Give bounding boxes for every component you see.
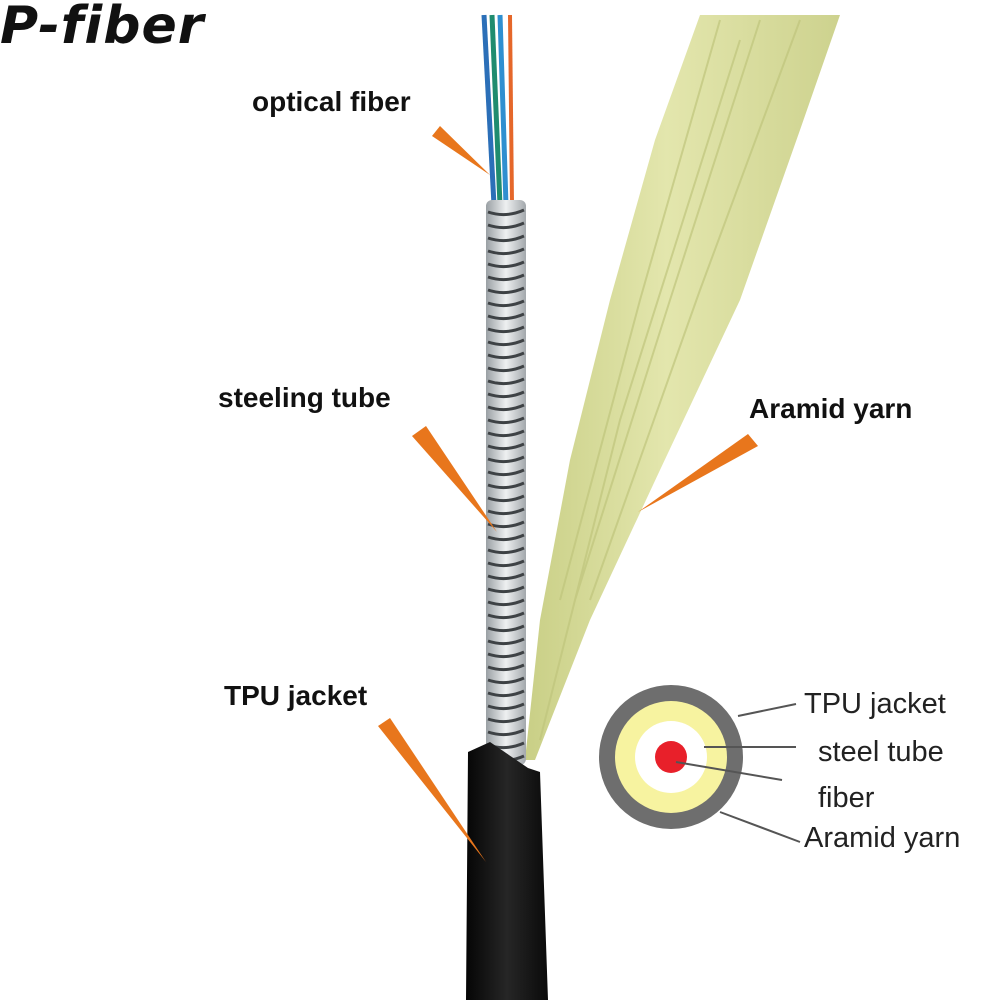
leader-tpu-jacket [737, 703, 797, 717]
coil-ring [487, 247, 525, 256]
legend-fiber: fiber [818, 782, 875, 814]
coil-ring [487, 338, 525, 347]
coil-ring [487, 286, 525, 295]
coil-ring [487, 312, 525, 321]
coil-ring [487, 663, 525, 672]
label-steeling-tube: steeling tube [218, 382, 391, 413]
pointer-optical-fiber [432, 126, 490, 175]
coil-ring [487, 494, 525, 503]
coil-ring [487, 481, 525, 490]
pointer-steeling-tube [412, 426, 497, 532]
coil-ring [487, 585, 525, 594]
coil-ring [487, 468, 525, 477]
coil-ring [487, 260, 525, 269]
steel-tube [486, 200, 526, 765]
coil-ring [487, 546, 525, 555]
coil-ring [487, 702, 525, 711]
coil-ring [487, 611, 525, 620]
coil-ring [487, 429, 525, 438]
coil-ring [487, 416, 525, 425]
coil-ring [487, 299, 525, 308]
coil-ring [487, 208, 525, 217]
pointer-aramid-yarn [638, 434, 758, 512]
pointer-arrows [378, 126, 758, 862]
coil-ring [487, 377, 525, 386]
coil-ring [487, 676, 525, 685]
coil-ring [487, 689, 525, 698]
cross-section-fiber-core [655, 741, 687, 773]
coil-ring [487, 390, 525, 399]
coil-ring [487, 598, 525, 607]
label-tpu-jacket: TPU jacket [224, 680, 368, 711]
legend-aramid-yarn: Aramid yarn [804, 822, 961, 854]
aramid-yarn-bundle [525, 15, 840, 760]
label-aramid-yarn: Aramid yarn [749, 393, 913, 424]
brand-logo: P-fiber [0, 0, 205, 56]
coil-ring [487, 234, 525, 243]
legend-steel-tube: steel tube [818, 736, 944, 768]
coil-ring [487, 637, 525, 646]
optical-fibers [481, 14, 514, 206]
coil-ring [487, 533, 525, 542]
label-optical-fiber: optical fiber [252, 86, 411, 117]
coil-ring [487, 559, 525, 568]
coil-ring [487, 650, 525, 659]
legend-tpu-jacket: TPU jacket [804, 688, 946, 720]
coil-ring [487, 455, 525, 464]
cross-section [599, 685, 743, 829]
coil-ring [487, 624, 525, 633]
coil-ring [487, 325, 525, 334]
coil-ring [487, 351, 525, 360]
coil-ring [487, 273, 525, 282]
coil-ring [487, 507, 525, 516]
coil-ring [487, 728, 525, 737]
coil-ring [487, 403, 525, 412]
leader-lines [675, 703, 801, 843]
aramid-yarn-strands [539, 19, 801, 741]
tpu-jacket [466, 742, 548, 1000]
coil-ring [487, 572, 525, 581]
pointer-tpu-jacket [378, 718, 486, 862]
coil-ring [487, 364, 525, 373]
leader-aramid-yarn [719, 811, 801, 843]
coil-ring [487, 442, 525, 451]
leader-fiber [675, 761, 783, 781]
coil-ring [487, 221, 525, 230]
steel-tube-coils [487, 208, 525, 763]
coil-ring [487, 715, 525, 724]
